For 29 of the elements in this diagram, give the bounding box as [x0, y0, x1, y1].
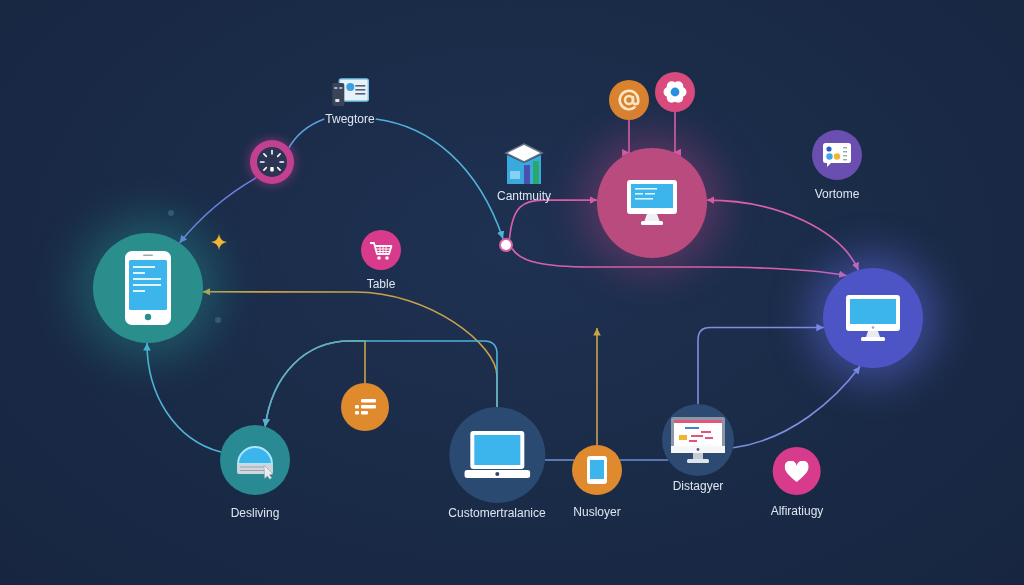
node-label: Vortome [814, 187, 860, 201]
node-label: Twegtore [325, 112, 375, 126]
arrow [732, 365, 861, 449]
flower-icon [655, 72, 695, 112]
arrow [374, 118, 504, 240]
node-label: Table [366, 277, 396, 291]
arrow [178, 176, 258, 244]
icon-label: Cantmuity [497, 189, 551, 203]
arrow [143, 342, 222, 453]
arrow [593, 327, 601, 446]
timer-icon [250, 140, 294, 184]
node-label: Distagyer [672, 479, 724, 493]
node-label: Desliving [230, 506, 280, 520]
connector-line [543, 459, 575, 461]
at-sign-icon [609, 80, 649, 120]
arrow [622, 119, 631, 157]
arrow [697, 323, 825, 405]
list-icon [341, 383, 389, 431]
node-label: Alfiratiugy [770, 504, 824, 518]
arrow [511, 247, 848, 279]
arrow [672, 111, 681, 157]
node-label: Nusloyer [573, 505, 621, 519]
connector-line [288, 118, 326, 149]
node-label: Customertralanice [448, 506, 546, 520]
arrow [262, 340, 498, 428]
junction-dot [499, 238, 513, 252]
connector-line [619, 459, 669, 461]
arrow [508, 196, 598, 240]
double-arrow [706, 196, 860, 271]
